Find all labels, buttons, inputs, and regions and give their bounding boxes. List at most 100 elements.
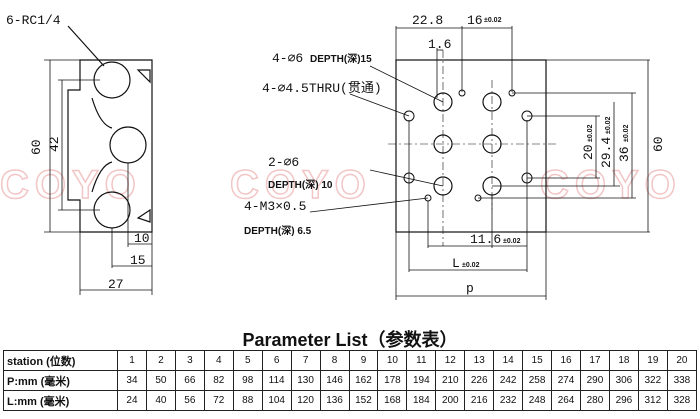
port-circle-middle: [109, 126, 147, 164]
dim-15-label: 15: [130, 253, 146, 268]
note-2-holes: 2-⌀6: [268, 155, 299, 170]
table-cell: 312: [637, 390, 668, 411]
right-top-view: [309, 26, 650, 300]
leader-6-depth: [369, 65, 444, 103]
parameter-list-title: Parameter List（参数表）: [242, 330, 458, 350]
corner-mark-top: [136, 69, 151, 84]
dim-L-tol: ±0.02: [462, 262, 480, 269]
table-cell: 6: [261, 350, 292, 371]
table-cell: 264: [551, 390, 581, 411]
table-cell: 200: [435, 390, 466, 411]
table-cell: 1: [117, 350, 147, 371]
port-callout-leader: [67, 25, 105, 67]
table-cell: 8: [319, 350, 350, 371]
table-cell: 17: [580, 350, 610, 371]
table-cell: 130: [290, 370, 321, 391]
table-cell: 20: [666, 350, 698, 371]
table-cell: 15: [522, 350, 553, 371]
table-cell: 306: [608, 370, 639, 391]
table-cell: 5: [232, 350, 263, 371]
left-height-label: 60: [29, 139, 44, 155]
dim-11-6-label: 11.6: [470, 232, 501, 247]
dim-36-tol: ±0.02: [623, 124, 630, 142]
table-cell: 18: [608, 350, 639, 371]
dim-16-tol: ±0.02: [484, 17, 502, 24]
table-cell: 14: [493, 350, 524, 371]
port-callout-label: 6-RC1/4: [6, 13, 61, 28]
table-cell: 82: [203, 370, 234, 391]
row-header: P:mm (毫米): [3, 370, 118, 391]
table-cell: 184: [406, 390, 437, 411]
note-m3-depth: DEPTH(深) 6.5: [244, 224, 312, 237]
table-cell: 3: [174, 350, 205, 371]
watermark-center: COYO: [230, 163, 372, 207]
left-side-view: [44, 25, 153, 295]
note-2-depth: DEPTH(深) 10: [268, 178, 333, 191]
table-cell: 136: [319, 390, 350, 411]
dim-10-label: 10: [134, 231, 150, 246]
table-cell: 152: [348, 390, 379, 411]
dim-29-4-tol: ±0.02: [605, 116, 612, 134]
table-cell: 248: [522, 390, 553, 411]
table-cell: 296: [608, 390, 639, 411]
left-pitch-label: 42: [47, 136, 62, 152]
table-cell: 328: [666, 390, 698, 411]
table-cell: 2: [145, 350, 176, 371]
table-cell: 178: [377, 370, 408, 391]
table-cell: 98: [232, 370, 263, 391]
table-cell: 242: [493, 370, 524, 391]
table-cell: 34: [117, 370, 147, 391]
row-header: L:mm (毫米): [3, 390, 118, 411]
table-cell: 216: [464, 390, 495, 411]
row-header: station (位数): [3, 350, 118, 371]
right-height-label: 60: [651, 136, 666, 152]
table-cell: 232: [493, 390, 524, 411]
dim-20-label: 20: [581, 144, 596, 160]
table-cell: 120: [290, 390, 321, 411]
table-cell: 10: [377, 350, 408, 371]
table-cell: 72: [203, 390, 234, 411]
table-cell: 4: [203, 350, 234, 371]
table-cell: 7: [290, 350, 321, 371]
technical-drawing: COYO COYO COYO 6-RC1/4: [0, 13, 682, 300]
table-cell: 11: [406, 350, 437, 371]
dim-29-4-label: 29.4: [599, 137, 614, 168]
table-cell: 88: [232, 390, 263, 411]
table-cell: 9: [348, 350, 379, 371]
table-cell: 168: [377, 390, 408, 411]
table-cell: 280: [580, 390, 610, 411]
table-cell: 274: [551, 370, 581, 391]
table-cell: 40: [145, 390, 176, 411]
table-cell: 12: [435, 350, 466, 371]
note-6-depth: DEPTH(深)15: [310, 52, 372, 65]
center-lines: [388, 50, 556, 246]
table-cell: 258: [522, 370, 553, 391]
dim-11-6-tol: ±0.02: [503, 238, 521, 245]
table-cell: 210: [435, 370, 466, 391]
manifold-side-profile: [67, 59, 153, 233]
note-thru: 4-⌀4.5THRU(贯通): [262, 81, 382, 96]
table-cell: 146: [319, 370, 350, 391]
table-cell: 13: [464, 350, 495, 371]
leader-thru: [349, 93, 410, 117]
dim-L-label: L: [452, 256, 460, 271]
table-cell: 114: [261, 370, 292, 391]
note-m3: 4-M3×0.5: [244, 199, 306, 214]
profile-cutout-lower: [91, 161, 113, 193]
dim-P-label: p: [466, 281, 474, 296]
leader-2-6: [369, 169, 444, 187]
leader-m3: [309, 197, 429, 213]
table-cell: 290: [580, 370, 610, 391]
table-cell: 226: [464, 370, 495, 391]
table-cell: 104: [261, 390, 292, 411]
table-cell: 56: [174, 390, 205, 411]
table-cell: 66: [174, 370, 205, 391]
table-cell: 19: [637, 350, 668, 371]
note-6-holes: 4-⌀6: [272, 51, 303, 66]
watermark-right: COYO: [540, 163, 682, 207]
dim-36-label: 36: [617, 146, 632, 162]
